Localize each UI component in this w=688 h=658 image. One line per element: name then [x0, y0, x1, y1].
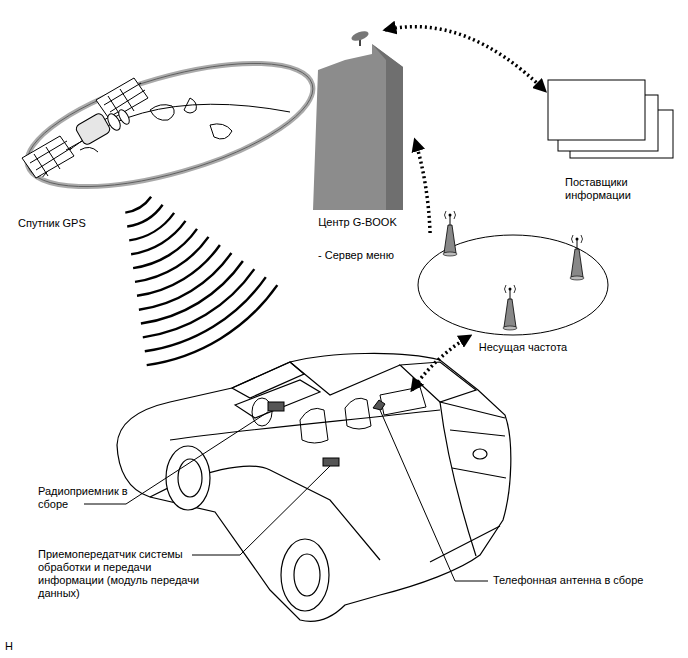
- provider-stack: Поставщики информации: [545, 78, 683, 206]
- gps-satellite-part: [22, 136, 74, 178]
- carrier-ellipse-outline-part: [443, 252, 457, 256]
- wheels-part: [294, 554, 320, 596]
- globe-part: [80, 147, 98, 152]
- leader-lines-part: [192, 466, 330, 555]
- carrier-ellipse-outline-part: [576, 238, 579, 241]
- car-body-part: [400, 362, 476, 402]
- radio-waves-part: [129, 213, 174, 241]
- gps-satellite-part: [75, 112, 112, 146]
- car-body-part: [450, 430, 506, 478]
- wheels: [166, 446, 329, 611]
- radio-waves-part: [135, 237, 209, 282]
- carrier-ellipse-outline-part: [509, 288, 512, 291]
- gps-satellite-part: [66, 140, 84, 150]
- car-interior-part: [380, 387, 426, 415]
- data-flow-arrow: [385, 27, 545, 91]
- car-interior-part: [268, 402, 284, 411]
- car-body-part: [290, 362, 400, 395]
- data-flow-arrow: [415, 140, 430, 233]
- leader-lines-part: [380, 410, 488, 581]
- radio-waves-part: [145, 277, 266, 351]
- carrier-ellipse: Несущая частота: [415, 233, 611, 361]
- carrier-ellipse-outline-part: [449, 214, 452, 217]
- radio-waves-part: [125, 197, 151, 213]
- gps-satellite-part: [30, 141, 71, 176]
- orbit-ring-part: [15, 38, 326, 212]
- globe-part: [150, 105, 174, 121]
- data-link-arrow: [412, 336, 470, 390]
- globe-part: [210, 124, 232, 139]
- carrier-ellipse-outline-part: [504, 299, 516, 327]
- car-body-part: [270, 470, 380, 560]
- data-link-arrow-part: [412, 336, 470, 390]
- wheels-part: [178, 459, 202, 497]
- radio-waves-part: [133, 229, 197, 268]
- radio-waves-part: [147, 285, 278, 365]
- node-text: - Сервер меню: [300, 249, 415, 262]
- orbit-ring: [15, 38, 326, 212]
- carrier-ellipse-outline-part: [505, 285, 516, 293]
- part-name: Телефонная антенна в сборе: [493, 574, 643, 587]
- part-name: Спутник GPS: [18, 217, 86, 230]
- radio-waves-part: [127, 205, 162, 227]
- carrier-ellipse-outline-part: [444, 225, 456, 253]
- car-interior-part: [373, 400, 385, 410]
- part-name: Приемопередатчик системы обработки и пер…: [38, 548, 218, 600]
- car-body-part: [440, 402, 505, 418]
- carrier-ellipse-outline-part: [503, 326, 517, 330]
- server-building-outline-part: [372, 44, 403, 210]
- car-body-part: [473, 449, 487, 459]
- carrier-ellipse-outline-part: [445, 211, 456, 219]
- car-interior-part: [300, 408, 328, 443]
- node-text: Поставщики информации: [565, 176, 651, 202]
- car-body-part: [430, 526, 500, 562]
- node-text: Несущая частота: [415, 341, 611, 354]
- radio-waves-part: [139, 253, 232, 310]
- part-name: Радиоприемник в сборе: [38, 485, 133, 511]
- server-building-outline-part: [350, 29, 370, 43]
- gps-satellite-part: [117, 108, 132, 126]
- provider-stack-outline-part: [548, 80, 645, 140]
- wheels-part: [166, 446, 210, 510]
- wheels-part: [281, 539, 329, 611]
- car-interior-part: [323, 458, 339, 466]
- server-building: Центр G-BOOK - Сервер меню: [300, 30, 415, 275]
- carrier-ellipse-outline-part: [572, 235, 583, 243]
- car-interior-part: [345, 398, 371, 429]
- orbit-ring-part: [15, 38, 326, 212]
- radio-waves: [125, 197, 277, 365]
- car-body-part: [440, 402, 476, 556]
- server-building-outline-part: [313, 44, 403, 210]
- server-building-outline: [300, 30, 415, 275]
- radio-waves-part: [141, 261, 243, 324]
- gps-satellite: [22, 78, 148, 178]
- carrier-ellipse-outline-part: [571, 249, 583, 277]
- globe-part: [184, 98, 196, 113]
- carrier-ellipse-outline-part: [570, 276, 584, 280]
- radio-waves-part: [137, 245, 220, 296]
- figure-code: H: [5, 640, 13, 653]
- car-body-part: [170, 410, 440, 440]
- node-text: Центр G-BOOK: [300, 216, 415, 229]
